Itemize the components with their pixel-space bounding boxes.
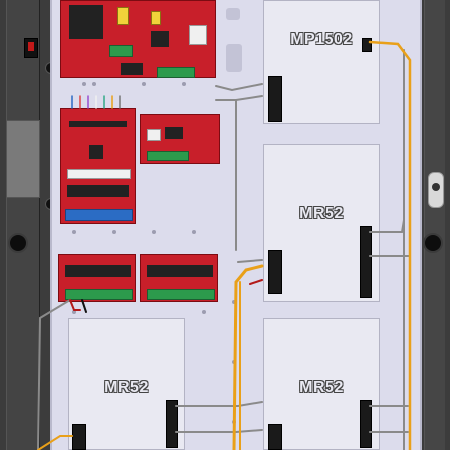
ic-chip	[165, 127, 183, 139]
terminal-block	[65, 289, 133, 300]
gray-wire	[175, 401, 263, 407]
module-mr52-bottom-left: MR52	[68, 318, 185, 450]
mount-hole	[72, 310, 76, 314]
module-label: MR52	[299, 379, 344, 396]
module-connector	[360, 226, 372, 298]
capacitor	[151, 11, 161, 25]
enclosure-right-rail	[418, 0, 450, 450]
enclosure-left-rail	[0, 0, 50, 450]
knockout-hole-icon	[8, 233, 28, 253]
rail-strip	[6, 0, 40, 450]
terminal-block	[109, 45, 133, 57]
aux-board	[140, 114, 220, 164]
mount-hole	[192, 230, 196, 234]
module-connector	[166, 400, 178, 448]
gray-wire	[237, 259, 263, 263]
gray-wire	[369, 219, 405, 233]
gray-wire	[215, 83, 263, 92]
mount-hole	[142, 82, 146, 86]
red-wire	[69, 299, 81, 311]
orange-wire	[368, 40, 412, 450]
relay-bank	[65, 265, 131, 277]
rail-strip	[424, 0, 445, 450]
module-connector	[268, 250, 282, 294]
relay-row	[67, 169, 131, 179]
gray-wire	[37, 299, 71, 450]
mount-hole	[202, 310, 206, 314]
terminal-block	[157, 67, 195, 78]
relay-bank	[67, 185, 129, 197]
ic-chip	[89, 145, 103, 159]
mount-hole	[112, 230, 116, 234]
mount-slot	[226, 8, 240, 20]
terminal-block	[147, 151, 189, 161]
mount-slot	[226, 44, 242, 72]
terminal-block	[147, 289, 215, 300]
relay-bank	[147, 265, 213, 277]
mount-hole	[92, 82, 96, 86]
module-mp1502: MP1502	[263, 0, 380, 124]
controller-board	[60, 108, 136, 224]
module-label: MP1502	[290, 31, 353, 48]
relay	[189, 25, 207, 45]
orange-wire	[232, 264, 264, 450]
relay-board	[58, 254, 136, 302]
standoff-block	[6, 120, 40, 198]
module-connector	[268, 76, 282, 122]
module-label: MR52	[104, 379, 149, 396]
connector-header	[69, 121, 127, 127]
gray-wire	[175, 429, 263, 433]
mount-hole	[152, 230, 156, 234]
mount-hole	[232, 300, 236, 304]
connector-header	[121, 63, 143, 75]
mount-hole	[72, 230, 76, 234]
gray-wire	[215, 95, 263, 101]
transformer	[69, 5, 103, 39]
power-supply-board	[60, 0, 216, 78]
orange-wire	[37, 435, 73, 450]
knockout-hole-icon	[423, 233, 443, 253]
red-wire	[249, 279, 263, 285]
module-connector	[362, 38, 372, 52]
mount-hole	[82, 82, 86, 86]
mount-hole	[182, 82, 186, 86]
power-switch-icon[interactable]	[24, 38, 38, 58]
module-label: MR52	[299, 205, 344, 222]
ic-chip	[151, 31, 169, 47]
module-connector	[360, 400, 372, 448]
capacitor	[117, 7, 129, 25]
black-wire	[81, 299, 87, 313]
terminal-block	[65, 209, 133, 221]
relay	[147, 129, 161, 141]
relay-board	[140, 254, 218, 302]
door-latch-icon[interactable]	[428, 172, 444, 208]
